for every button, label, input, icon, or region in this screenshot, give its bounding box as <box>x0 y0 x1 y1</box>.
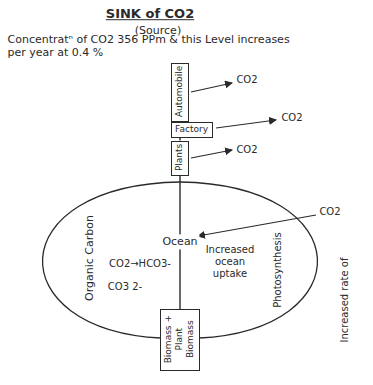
emission-arrow <box>216 120 276 128</box>
source-box: Plants <box>171 141 189 176</box>
gas-label: CO2 <box>281 112 302 124</box>
box-label: Automobile <box>174 66 185 117</box>
source-box: Factory <box>171 122 213 138</box>
source-box: Biomass + Plant Biomass <box>160 309 200 371</box>
uptake-arrow <box>198 215 316 236</box>
process-label: Increased ocean uptake <box>204 244 256 280</box>
process-label: Photosynthesis <box>272 232 284 308</box>
process-label: Increased rate of <box>339 258 351 343</box>
emission-arrow <box>191 83 232 92</box>
reaction-label: CO2→HCO3- <box>109 258 171 270</box>
source-box: Automobile <box>171 63 189 122</box>
box-label: Biomass + Plant Biomass <box>163 312 195 367</box>
edge-label: Ocean <box>160 235 199 250</box>
note: Concentratⁿ of CO2 356 PPm & this Level … <box>8 33 293 59</box>
sink-label: Organic Carbon <box>83 215 96 301</box>
gas-label: CO2 <box>236 74 257 86</box>
gas-label: CO2 <box>319 206 340 218</box>
emission-arrow <box>191 150 232 158</box>
diagram-title: SINK of CO2 <box>106 6 194 22</box>
ion-label: CO3 2- <box>108 281 142 293</box>
box-label: Plants <box>174 144 185 171</box>
box-label: Factory <box>175 124 208 135</box>
gas-label: CO2 <box>236 144 257 156</box>
right-curve <box>180 182 317 338</box>
